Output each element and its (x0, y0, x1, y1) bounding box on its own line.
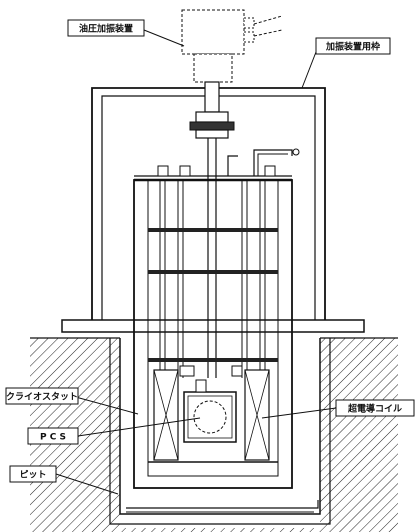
top-fittings (157, 148, 300, 177)
support-rods (159, 180, 266, 378)
ground (30, 337, 398, 532)
label-shaker-frame: 加振装置用枠 (315, 37, 391, 55)
label-sc-coil: 超電導コイル (335, 399, 415, 417)
svg-text:クライオスタット: クライオスタット (6, 391, 78, 403)
label-pcs: P C S (27, 427, 79, 445)
svg-text:加振装置用枠: 加振装置用枠 (325, 41, 380, 53)
baffle-plates (148, 228, 278, 362)
leader-lines (55, 29, 337, 495)
svg-text:P C S: P C S (40, 433, 66, 443)
bottom-pipe (126, 500, 319, 513)
label-hydraulic-shaker: 油圧加振装置 (67, 19, 145, 37)
coil-assembly (148, 365, 278, 463)
svg-text:ピット: ピット (19, 469, 46, 481)
svg-text:油圧加振装置: 油圧加振装置 (79, 23, 133, 35)
drive-shaft (189, 81, 235, 378)
label-pit: ピット (9, 465, 57, 483)
hydraulic-shaker (181, 9, 283, 83)
label-cryostat: クライオスタット (5, 387, 79, 405)
svg-text:超電導コイル: 超電導コイル (347, 403, 402, 415)
